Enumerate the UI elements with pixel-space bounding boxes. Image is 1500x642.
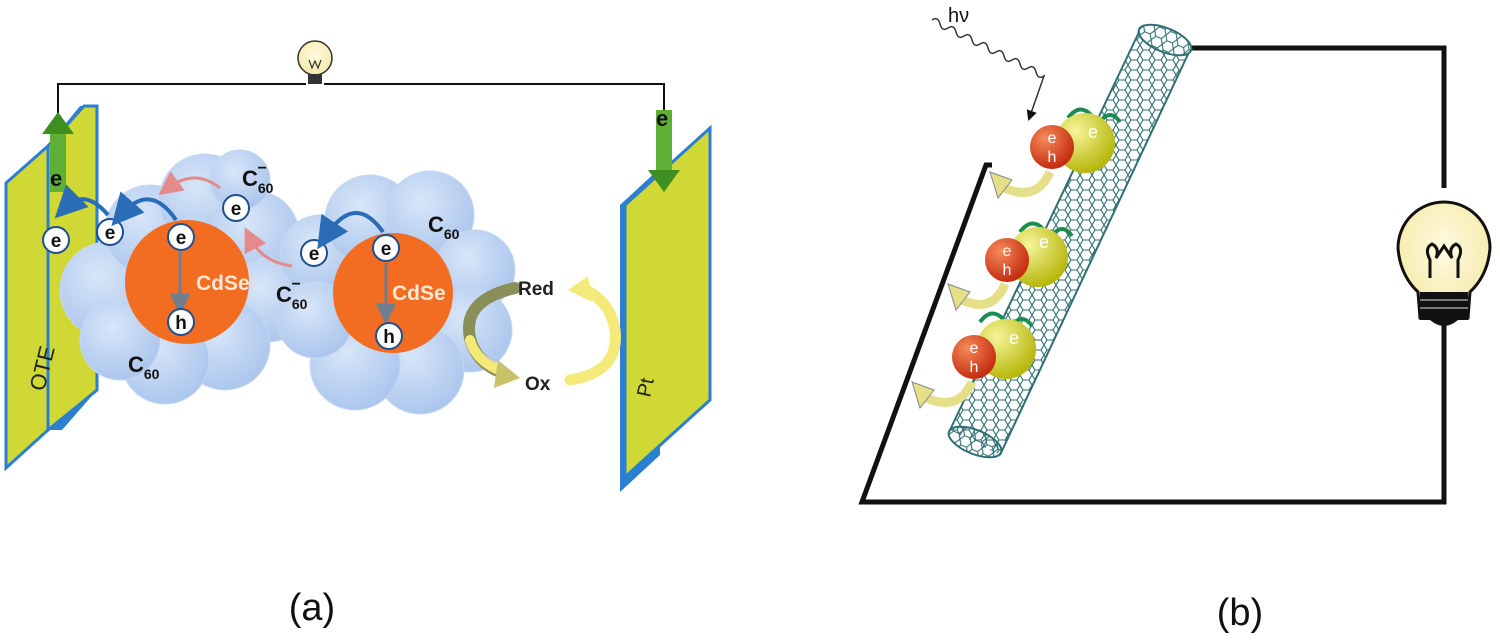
redox-oxidized-label: Ox bbox=[525, 374, 551, 395]
particle-pair: e h e bbox=[947, 221, 1074, 312]
svg-text:e: e bbox=[51, 231, 62, 252]
redox-arrowhead-return bbox=[568, 276, 592, 302]
fullerene-anion-label: C60− bbox=[276, 276, 308, 312]
particle-pair: e h e bbox=[911, 311, 1036, 410]
circuit-wire bbox=[858, 45, 1447, 505]
electron-charge: e bbox=[300, 239, 328, 267]
transfer-arrow-blue bbox=[111, 191, 178, 227]
transfer-arrow-pink bbox=[158, 171, 221, 196]
cdse-label-right: CdSe bbox=[392, 282, 446, 305]
svg-text:e: e bbox=[231, 199, 242, 220]
wire-electron-left: e bbox=[50, 166, 62, 191]
redox-arrowhead bbox=[494, 360, 520, 388]
panel-a: OTE Pt e e bbox=[4, 40, 712, 629]
pt-electrode: Pt bbox=[620, 124, 712, 492]
light-bulb-icon bbox=[1396, 200, 1492, 326]
hole-charge: h bbox=[167, 308, 195, 336]
panel-a-caption: (a) bbox=[289, 587, 335, 629]
svg-text:e: e bbox=[1003, 243, 1012, 260]
cdse-dot-left bbox=[125, 220, 249, 344]
electron-charge: e bbox=[167, 223, 195, 251]
carbon-nanotube bbox=[947, 23, 1193, 459]
green-arrow-down-icon bbox=[648, 110, 680, 192]
transfer-arrow-pink bbox=[244, 227, 293, 268]
fullerene-label: C60 bbox=[428, 212, 460, 242]
svg-text:h: h bbox=[970, 359, 979, 376]
fullerene-label: C60 bbox=[128, 352, 160, 382]
svg-text:e: e bbox=[176, 228, 187, 249]
svg-text:e: e bbox=[970, 340, 979, 357]
redox-reduced-label: Red bbox=[518, 279, 554, 300]
svg-text:e: e bbox=[1039, 232, 1049, 252]
transfer-arrow-blue bbox=[317, 211, 385, 250]
svg-text:h: h bbox=[1003, 262, 1012, 279]
photon-label: hν bbox=[948, 5, 969, 27]
electron-charge: e bbox=[96, 218, 124, 246]
cdse-label-left: CdSe bbox=[196, 272, 250, 295]
svg-text:h: h bbox=[175, 313, 187, 334]
svg-text:e: e bbox=[381, 239, 392, 260]
svg-text:e: e bbox=[309, 244, 320, 265]
svg-text:e: e bbox=[1088, 122, 1098, 142]
panel-b-caption: (b) bbox=[1217, 592, 1263, 634]
svg-text:e: e bbox=[105, 223, 116, 244]
external-wire bbox=[57, 83, 665, 145]
light-bulb-icon bbox=[297, 40, 333, 84]
fullerene-anion-label: C60− bbox=[242, 160, 274, 196]
photon-wave-icon bbox=[931, 17, 1046, 121]
svg-text:h: h bbox=[383, 327, 395, 348]
green-arrow-up-icon bbox=[42, 112, 74, 192]
transfer-arrow-blue bbox=[54, 184, 110, 219]
particle-pair: e h e bbox=[989, 107, 1122, 200]
panel-b: hν e h e e h e bbox=[858, 5, 1492, 634]
svg-text:e: e bbox=[1048, 130, 1057, 147]
svg-text:h: h bbox=[1048, 149, 1057, 166]
wire-electron-right: e bbox=[656, 106, 668, 131]
electron-charge: e bbox=[42, 226, 70, 254]
cdse-dot-right bbox=[333, 233, 453, 353]
pt-label: Pt bbox=[633, 376, 659, 399]
svg-text:e: e bbox=[1009, 328, 1019, 348]
redox-arrow-yellow-return bbox=[564, 282, 621, 386]
hole-charge: h bbox=[375, 322, 403, 350]
electron-charge: e bbox=[222, 194, 250, 222]
electron-charge: e bbox=[372, 234, 400, 262]
